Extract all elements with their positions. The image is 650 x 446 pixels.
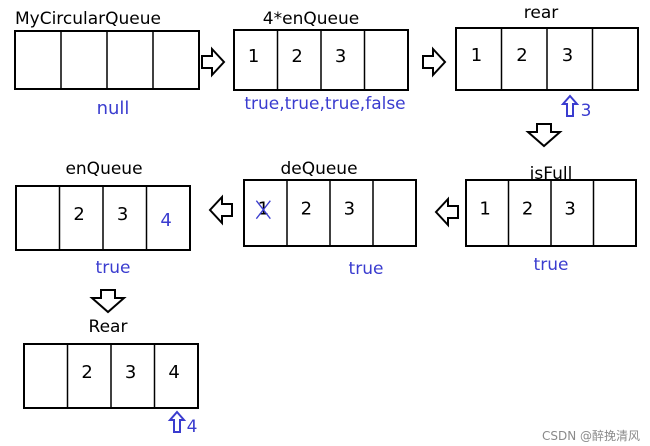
queue-cell-value: 3 [335,46,346,67]
step-rear: rear 1 2 3 3 [455,3,639,121]
flow-arrow-left-2 [208,194,233,226]
queue-cell-value: 3 [562,45,573,66]
step-title: 4*enQueue [263,9,359,29]
queue-cell-value: 4 [160,210,171,231]
queue-cell-value: 3 [564,199,575,220]
step-result: true [349,259,384,279]
queue-cell-value: 2 [301,199,312,220]
step-title: enQueue [65,159,142,179]
flow-arrow-right-2 [422,46,447,78]
flow-arrow-down-2 [89,289,127,314]
pointer-arrow-icon [167,410,187,433]
queue-cell-value: 1 [248,46,259,67]
step-rear2: Rear 2 3 4 4 [23,317,199,437]
queue-cell-value: 2 [81,362,92,383]
flow-arrow-down-1 [525,123,563,148]
queue-cell-value: 2 [516,45,527,66]
pointer-arrow-icon [560,94,580,117]
queue-cell-value: 3 [117,204,128,225]
queue-cell-value: 3 [344,199,355,220]
queue-cell-value: 1 [479,199,490,220]
step-result: true,true,true,false [244,94,405,114]
cross-mark [255,200,271,220]
step-result: null [97,98,130,119]
pointer-label: 3 [581,101,592,121]
step-result: true [534,255,569,275]
pointer-label: 4 [187,417,198,437]
queue-cell-value: 2 [73,204,84,225]
queue-cell-value: 2 [291,46,302,67]
queue-cell-value: 4 [168,362,179,383]
step-init: MyCircularQueue null [14,9,200,119]
step-dequeue: deQueue123true [243,159,417,279]
flow-arrow-left-1 [434,196,459,228]
step-title: MyCircularQueue [15,9,161,29]
step-title: rear [524,3,558,23]
step-result: true [96,258,131,278]
step-enqueue: enQueue 2 3 4 true [15,159,191,278]
queue-cell-value: 2 [522,199,533,220]
flow-arrow-right-1 [201,46,226,78]
step-title: deQueue [280,159,357,179]
queue-cell-value: 1 [471,45,482,66]
queue-cell-value: 3 [125,362,136,383]
step-title: Rear [89,317,128,337]
watermark: CSDN @醉挽清风 [542,428,640,443]
